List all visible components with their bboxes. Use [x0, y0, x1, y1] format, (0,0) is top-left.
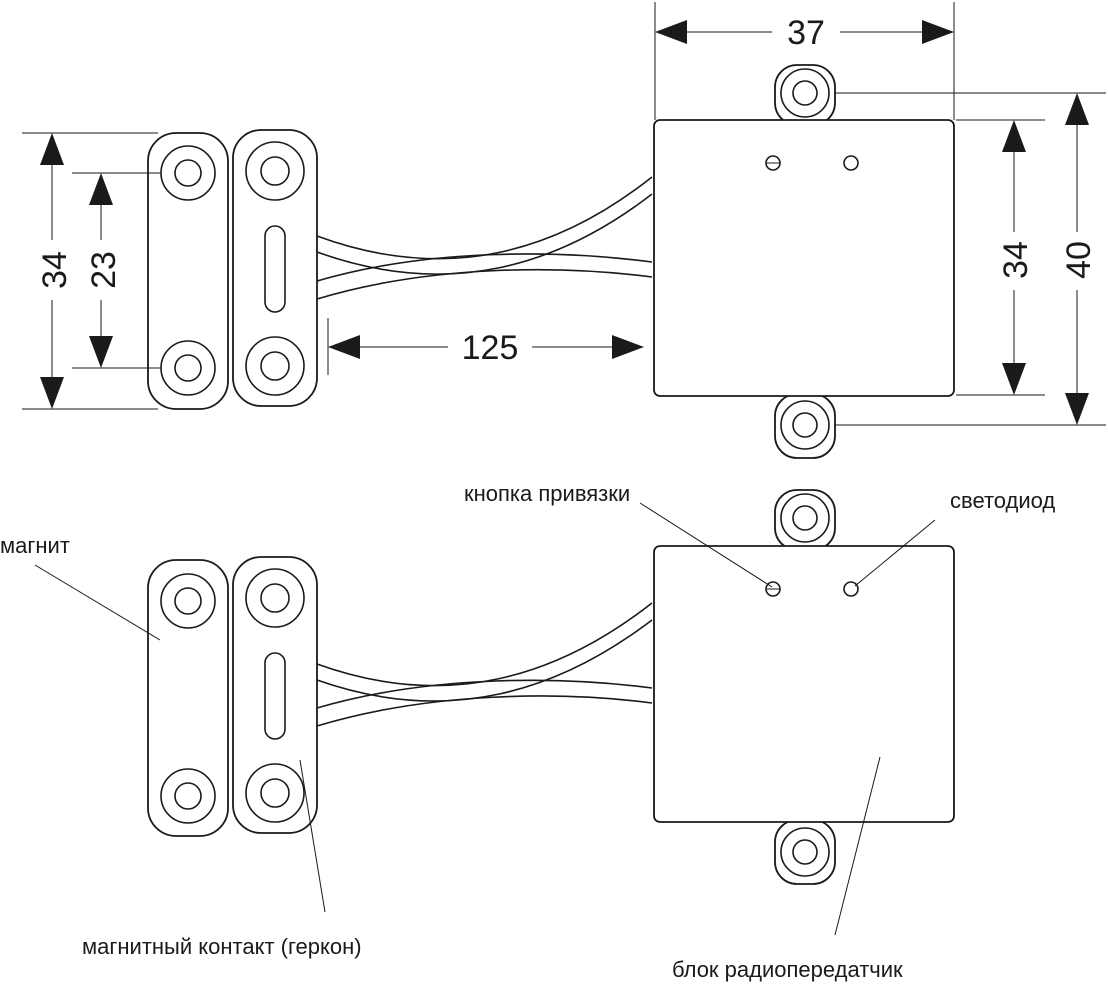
- transmitter-block-top: [653, 64, 955, 459]
- led-icon: [843, 581, 859, 597]
- pairing-button-label: кнопка привязки: [464, 481, 630, 506]
- magnet-block-top: [147, 132, 229, 410]
- cable-bottom: [316, 602, 653, 727]
- magnet-block-bottom: [147, 559, 229, 837]
- dimension-sensor-height: 34: [22, 132, 158, 410]
- dimension-hole-spacing: 23: [72, 172, 161, 369]
- dimension-width: 37: [654, 2, 955, 120]
- transmitter-block-label: блок радиопередатчик: [672, 957, 903, 982]
- dimension-unit-outer-height: 40: [835, 92, 1106, 426]
- dimension-unit-outer-height-label: 40: [1060, 241, 1098, 279]
- dimension-cable-length: 125: [327, 318, 644, 375]
- magnet-label: магнит: [0, 533, 70, 558]
- bottom-view: магнит магнитный контакт (геркон) кнопка…: [0, 481, 1055, 982]
- leader-lines: [34, 502, 936, 936]
- dimension-hole-spacing-label: 23: [85, 251, 123, 289]
- transmitter-block-bottom: [653, 489, 955, 885]
- reed-contact-block-top: [232, 129, 318, 407]
- led-label: светодиод: [950, 488, 1055, 513]
- dimension-cable-length-label: 125: [462, 329, 519, 367]
- dimension-unit-inner-height-label: 34: [997, 241, 1035, 279]
- dimension-width-label: 37: [787, 14, 825, 52]
- dimension-unit-inner-height: 34: [956, 119, 1045, 396]
- dimension-sensor-height-label: 34: [36, 251, 74, 289]
- top-view: 37 34 40: [22, 2, 1106, 459]
- reed-contact-label: магнитный контакт (геркон): [82, 934, 362, 959]
- cable-top: [316, 176, 653, 300]
- reed-contact-block-bottom: [232, 556, 318, 834]
